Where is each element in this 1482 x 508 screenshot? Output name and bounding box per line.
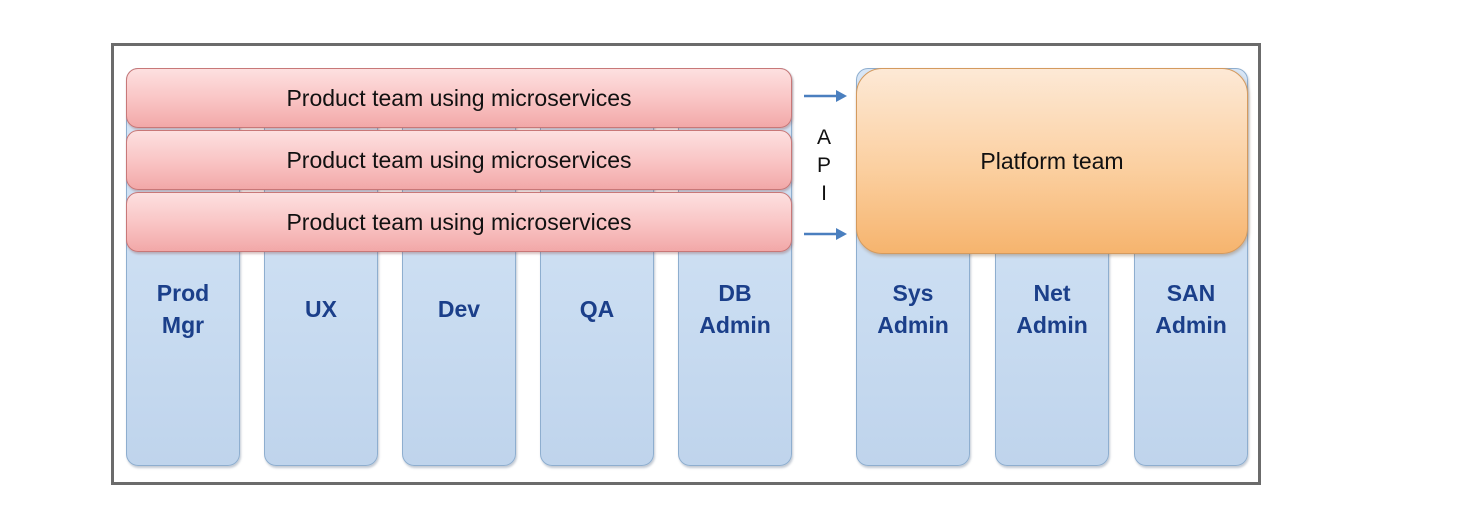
column-label: QA [579,296,615,322]
column-label: Dev [437,296,481,322]
column-label: Prod Mgr [156,280,210,338]
column-label: Sys Admin [877,280,949,338]
platform-label: Platform team [980,147,1124,174]
platform-team-box: Platform team [856,68,1248,254]
product-team-band-1: Product team using microservices [126,68,792,128]
arrow-right-icon [804,90,847,102]
product-team-band-2: Product team using microservices [126,130,792,190]
api-letter: P [816,154,831,177]
column-label: SAN Admin [1155,280,1227,338]
column-label: DB Admin [699,280,771,338]
column-label: UX [305,296,337,322]
column-label: Net Admin [1016,280,1088,338]
api-label: A P I [804,124,844,208]
band-label: Product team using microservices [286,208,632,235]
arrow-right-icon [804,228,847,240]
product-team-band-3: Product team using microservices [126,192,792,252]
api-letter: A [816,126,831,149]
api-letter: I [821,182,827,205]
band-label: Product team using microservices [286,146,632,173]
band-label: Product team using microservices [286,84,632,111]
diagram-frame: Prod Mgr UX Dev QA DB Admin Sys Admin Ne… [111,43,1261,485]
